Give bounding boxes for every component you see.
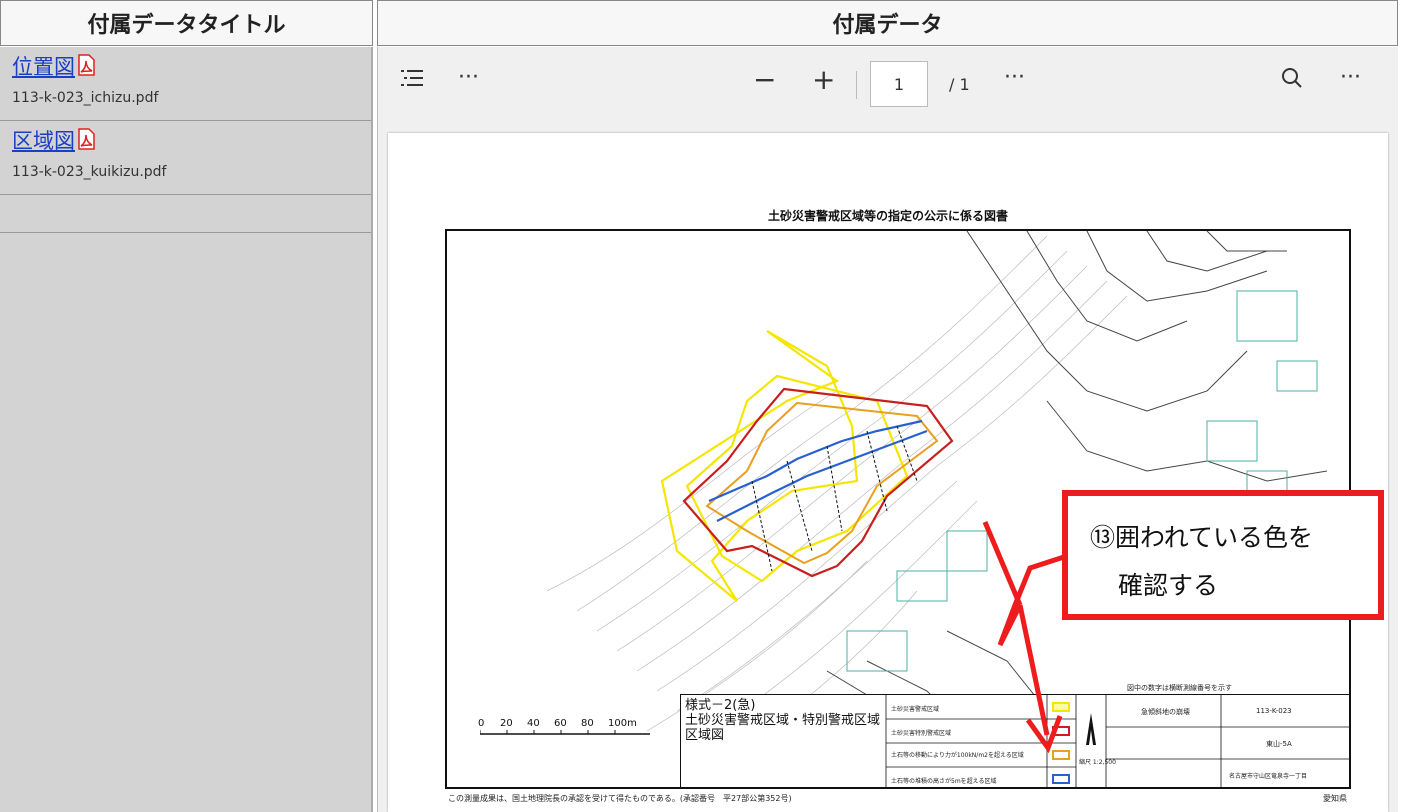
attachment-data-header-text: 付属データ [832, 13, 943, 38]
more-options-button-center[interactable]: ··· [1004, 65, 1025, 90]
attachment-link-ichizu[interactable]: 位置図 [12, 55, 75, 79]
legend-address: 名古屋市守山区竜泉寺一丁目 [1229, 773, 1308, 780]
document-title: 土砂災害警戒区域等の指定の公示に係る図書 [767, 209, 1008, 223]
legend-code: 113-K-023 [1256, 707, 1292, 715]
attachment-item-kuikizu: 区域図 113-k-023_kuikizu.pdf [0, 121, 371, 195]
pdf-page: 土砂災害警戒区域等の指定の公示に係る図書 [388, 133, 1388, 812]
legend-form: 様式－2(急) 土砂災害警戒区域・特別警戒区域 区域図 [685, 698, 880, 743]
document-publisher: 愛知県 [1323, 794, 1347, 803]
attachment-data-header: 付属データ [377, 0, 1398, 46]
legend-swatch-blue [1052, 774, 1070, 784]
legend-slope-type: 急傾斜地の崩壊 [1141, 708, 1190, 716]
scale-tick: 20 [500, 718, 513, 729]
legend-form-line3: 区域図 [685, 728, 725, 743]
callout-line1: ⑬囲われている色を [1090, 523, 1314, 552]
attachment-list: 位置図 113-k-023_ichizu.pdf 区域図 113-k-023_k… [0, 47, 373, 812]
document-footnote: この測量成果は、国土地理院長の承認を受けて得たものである。(承認番号 平27部公… [448, 794, 792, 803]
scale-tick: 80 [581, 718, 594, 729]
legend-row-label: 土石等の堆積の高さが5mを超える区域 [891, 778, 997, 785]
scale-tick: 60 [554, 718, 567, 729]
more-options-button[interactable]: ··· [458, 65, 479, 90]
attachment-empty-row [0, 195, 371, 233]
map-note: 図中の数字は横断測線番号を示す [1127, 684, 1232, 692]
attachment-filename: 113-k-023_ichizu.pdf [12, 90, 159, 106]
legend-form-line1: 様式－2(急) [685, 698, 756, 713]
legend-row-label: 土石等の移動により力が100kN/m2を超える区域 [891, 752, 1024, 759]
pdf-viewer: ··· − + / 1 ··· ··· 土砂災害警戒区域等の指定の公示に係る図書 [377, 47, 1398, 812]
search-icon[interactable] [1281, 67, 1303, 95]
scale-tick: 100m [608, 718, 637, 729]
pdf-toolbar: ··· − + / 1 ··· ··· [378, 47, 1398, 123]
toolbar-divider [856, 71, 857, 99]
legend-row-label: 土砂災害特別警戒区域 [891, 730, 952, 737]
legend-place: 東山-5A [1266, 740, 1292, 748]
legend-row-label: 土砂災害警戒区域 [891, 706, 940, 713]
attachment-link-kuikizu[interactable]: 区域図 [12, 129, 75, 153]
attachment-filename: 113-k-023_kuikizu.pdf [12, 164, 167, 180]
pdf-icon [76, 54, 96, 80]
legend-form-line2: 土砂災害警戒区域・特別警戒区域 [685, 713, 881, 728]
pdf-icon [76, 128, 96, 154]
outline-list-icon[interactable] [400, 67, 424, 95]
page-number-input[interactable] [870, 61, 928, 107]
attachment-title-header: 付属データタイトル [0, 0, 373, 46]
zoom-in-button[interactable]: + [812, 63, 836, 96]
map-legend: 様式－2(急) 土砂災害警戒区域・特別警戒区域 区域図 [680, 694, 1349, 787]
instruction-callout: ⑬囲われている色を 確認する [1062, 490, 1384, 620]
legend-scale: 縮尺 1:2,500 [1079, 759, 1116, 766]
zoom-out-button[interactable]: − [753, 63, 777, 96]
scale-tick: 0 [478, 718, 485, 729]
legend-swatch-orange [1052, 750, 1070, 760]
more-options-button-right[interactable]: ··· [1340, 65, 1361, 90]
attachment-item-ichizu: 位置図 113-k-023_ichizu.pdf [0, 47, 371, 121]
callout-line2: 確認する [1118, 571, 1219, 600]
map-scalebar: 0 20 40 60 80 100m [478, 718, 650, 742]
scale-tick: 40 [527, 718, 540, 729]
attachment-title-header-text: 付属データタイトル [87, 13, 286, 38]
page-total: / 1 [949, 75, 970, 94]
legend-swatch-yellow [1052, 702, 1070, 712]
legend-swatch-red [1052, 726, 1070, 736]
